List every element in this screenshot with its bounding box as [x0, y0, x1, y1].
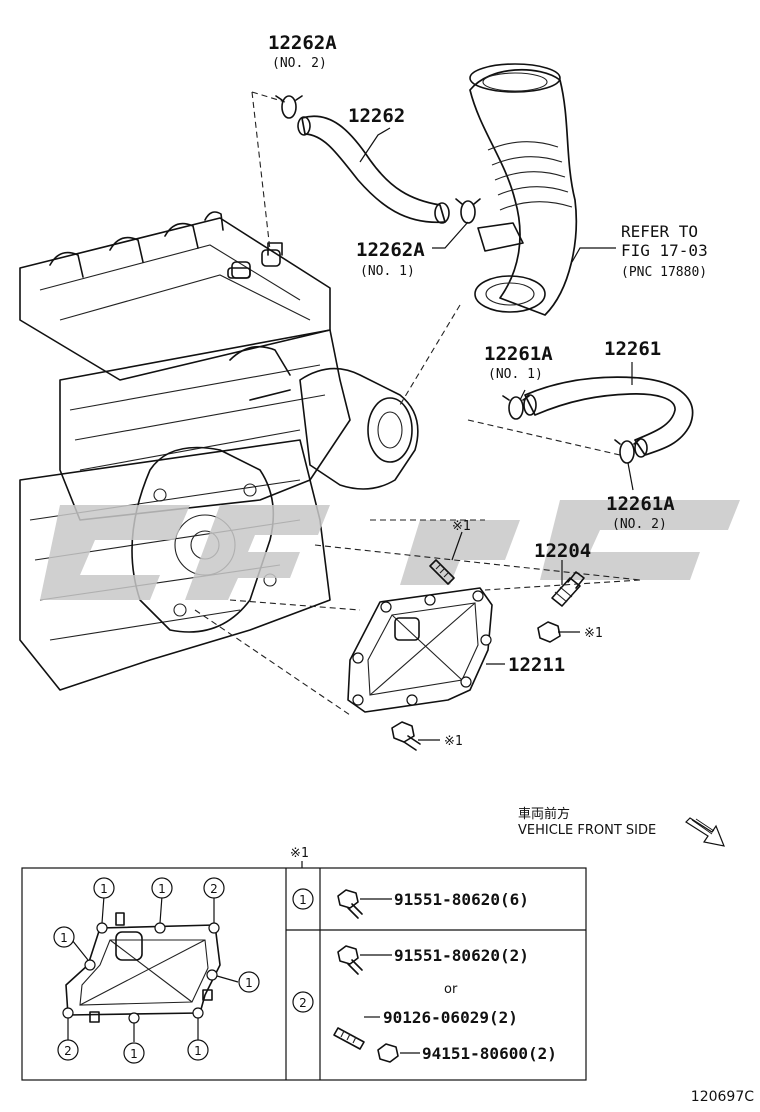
- clamp-12262A-no2: [275, 95, 303, 119]
- front-label-en: VEHICLE FRONT SIDE: [518, 823, 656, 838]
- table-row2-key: 2: [299, 996, 307, 1010]
- front-arrow-icon: [685, 817, 725, 847]
- clamp-12262A-no1: [455, 198, 481, 224]
- vehicle-front-indicator: 車両前方 VEHICLE FRONT SIDE: [518, 806, 725, 847]
- label-12261A-no2: 12261A: [606, 493, 675, 515]
- note-mark-bolt: ※1: [444, 734, 463, 749]
- label-12261A-no1: 12261A: [484, 343, 553, 365]
- bolt-icon-row2: [337, 945, 392, 975]
- refer-line-3: (PNC 17880): [621, 265, 707, 280]
- inset-marker-3: 2: [210, 882, 218, 896]
- row2-part-number-3: 94151-80600(2): [422, 1044, 557, 1063]
- label-12262A-no1: 12262A: [356, 239, 425, 261]
- row1-part-number: 91551-80620(6): [394, 890, 529, 909]
- label-12204: 12204: [534, 540, 591, 562]
- stud-icon-row2: [333, 1016, 380, 1050]
- air-intake-duct: [469, 63, 578, 316]
- label-12262: 12262: [348, 105, 405, 127]
- row2-or-label: or: [444, 982, 458, 997]
- table-mark: ※1: [290, 846, 309, 861]
- inset-marker-4: 1: [60, 931, 68, 945]
- clamp-12261A-no1: [502, 395, 530, 420]
- flange-bolt: [391, 721, 421, 751]
- label-12261A-no2-sub: (NO. 2): [612, 517, 667, 532]
- fastener-table: ※1 1 1 2 1: [21, 846, 587, 1081]
- row2-part-number-2: 90126-06029(2): [383, 1008, 518, 1027]
- label-12261: 12261: [604, 338, 661, 360]
- row2-part-number-1: 91551-80620(2): [394, 946, 529, 965]
- label-12262A-no2: 12262A: [268, 32, 337, 54]
- part-labels: 12262A (NO. 2) 12262 12262A (NO. 1) REFE…: [268, 32, 708, 749]
- clamp-12261A-no2: [614, 439, 640, 464]
- oil-separator-plate-12211: [347, 587, 493, 713]
- diagram-code: 120697C: [691, 1089, 754, 1105]
- leader-lines: [359, 127, 634, 741]
- inset-marker-7: 2: [64, 1044, 72, 1058]
- inset-markers: 1 1 2 1 1 1 2 1: [53, 877, 260, 1064]
- inset-marker-1: 1: [100, 882, 108, 896]
- hose-12262: [297, 115, 450, 224]
- note-mark-stud: ※1: [452, 519, 471, 534]
- front-label-jp: 車両前方: [518, 806, 570, 822]
- refer-line-2: FIG 17-03: [621, 241, 708, 260]
- label-12262A-no2-sub: (NO. 2): [272, 56, 327, 71]
- stud-bolt: [429, 559, 455, 585]
- nut-icon-row2: [377, 1043, 420, 1063]
- hose-12261: [523, 376, 694, 458]
- inset-marker-5: 1: [245, 976, 253, 990]
- watermark-logo: [40, 500, 740, 600]
- assembly-guide-lines: [194, 91, 641, 716]
- label-12261A-no1-sub: (NO. 1): [488, 367, 543, 382]
- label-12262A-no1-sub: (NO. 1): [360, 264, 415, 279]
- engine-block-drawing: [19, 211, 419, 691]
- table-row1-key: 1: [299, 893, 307, 907]
- inset-marker-2: 1: [158, 882, 166, 896]
- inset-marker-6: 1: [130, 1047, 138, 1061]
- pcv-valve-12204: [551, 571, 585, 607]
- label-12211: 12211: [508, 654, 565, 676]
- inset-marker-8: 1: [194, 1044, 202, 1058]
- inset-plate-drawing: [62, 912, 221, 1024]
- flange-nut: [537, 621, 561, 643]
- note-mark-nut: ※1: [584, 626, 603, 641]
- refer-line-1: REFER TO: [621, 222, 698, 241]
- bolt-icon-row1: [337, 889, 392, 919]
